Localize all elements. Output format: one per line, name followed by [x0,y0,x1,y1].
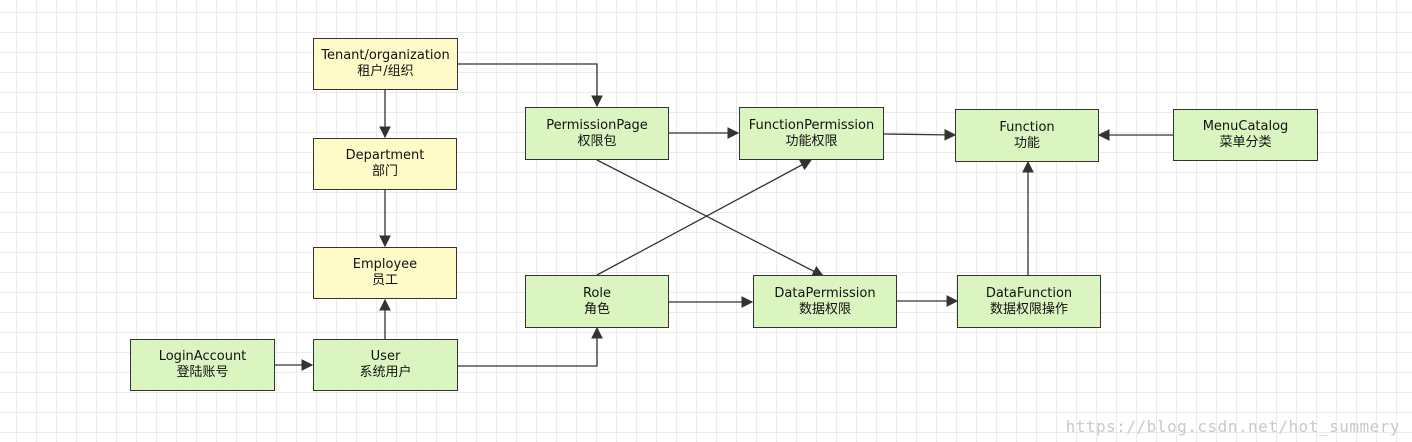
edge-function-permission-to-function [882,129,957,141]
node-login-account-subtitle: 登陆账号 [176,365,229,380]
node-permission-page-subtitle: 权限包 [577,133,617,149]
node-login-account-title: LoginAccount [158,349,247,364]
node-function-permission-title: FunctionPermission [748,117,875,133]
node-data-function-subtitle: 数据权限操作 [989,301,1068,317]
node-employee-subtitle: 员工 [371,273,398,288]
node-permission-page-title: PermissionPage [546,117,648,133]
node-menu-catalog-subtitle: 菜单分类 [1219,135,1272,150]
node-tenant[interactable]: Tenant/organization 租户/组织 [313,38,458,90]
node-user-title: User [370,349,401,364]
node-user[interactable]: User 系统用户 [313,339,458,391]
node-function-subtitle: 功能 [1013,135,1040,151]
edge-tenant-to-permission-page [457,63,603,108]
edge-user-to-role [457,326,603,367]
node-function[interactable]: Function 功能 [955,109,1099,162]
node-department[interactable]: Department 部门 [313,138,457,190]
node-data-permission[interactable]: DataPermission 数据权限 [753,275,897,328]
node-role[interactable]: Role 角色 [525,275,669,328]
node-tenant-title: Tenant/organization [321,48,450,63]
watermark-text: https://blog.csdn.net/hot_summery [1065,417,1400,436]
node-data-permission-title: DataPermission [774,285,876,301]
node-function-title: Function [999,119,1055,135]
node-function-permission[interactable]: FunctionPermission 功能权限 [739,107,884,160]
node-employee[interactable]: Employee 员工 [313,247,457,299]
node-tenant-subtitle: 租户/组织 [357,64,414,79]
node-permission-page[interactable]: PermissionPage 权限包 [525,107,669,160]
node-data-permission-subtitle: 数据权限 [798,301,851,317]
edge-permission-page-to-data-permission [596,159,825,277]
edge-role-to-function-permission [596,159,813,276]
node-department-subtitle: 部门 [371,164,398,179]
node-role-title: Role [582,285,611,301]
node-role-subtitle: 角色 [583,301,610,317]
node-menu-catalog[interactable]: MenuCatalog 菜单分类 [1173,109,1318,161]
node-login-account[interactable]: LoginAccount 登陆账号 [130,339,275,391]
node-function-permission-subtitle: 功能权限 [785,133,838,149]
node-employee-title: Employee [352,257,418,272]
node-user-subtitle: 系统用户 [359,365,412,380]
node-menu-catalog-title: MenuCatalog [1202,119,1289,134]
node-department-title: Department [345,148,425,163]
node-data-function-title: DataFunction [985,285,1073,301]
node-data-function[interactable]: DataFunction 数据权限操作 [957,275,1101,328]
